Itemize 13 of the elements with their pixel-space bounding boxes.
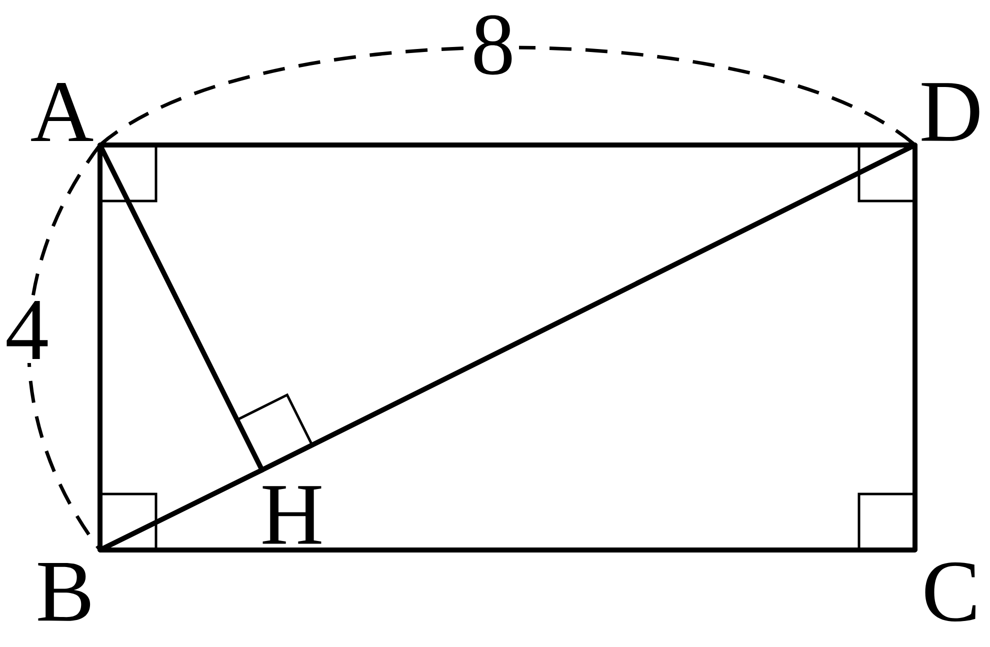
line-segment xyxy=(98,548,918,552)
dimension-label: 4 xyxy=(1,297,53,363)
line-segment xyxy=(98,142,918,148)
line-segment xyxy=(260,142,918,472)
vertex-label: A xyxy=(31,82,94,142)
line-segment xyxy=(912,142,918,552)
line-segment xyxy=(98,142,102,552)
line-segment xyxy=(98,468,264,552)
dimension-label: 8 xyxy=(467,11,519,79)
vertex-label: C xyxy=(925,562,976,622)
vertex-label: B xyxy=(38,563,90,621)
vertex-label: H xyxy=(262,486,322,544)
vertex-label: D xyxy=(922,83,980,141)
